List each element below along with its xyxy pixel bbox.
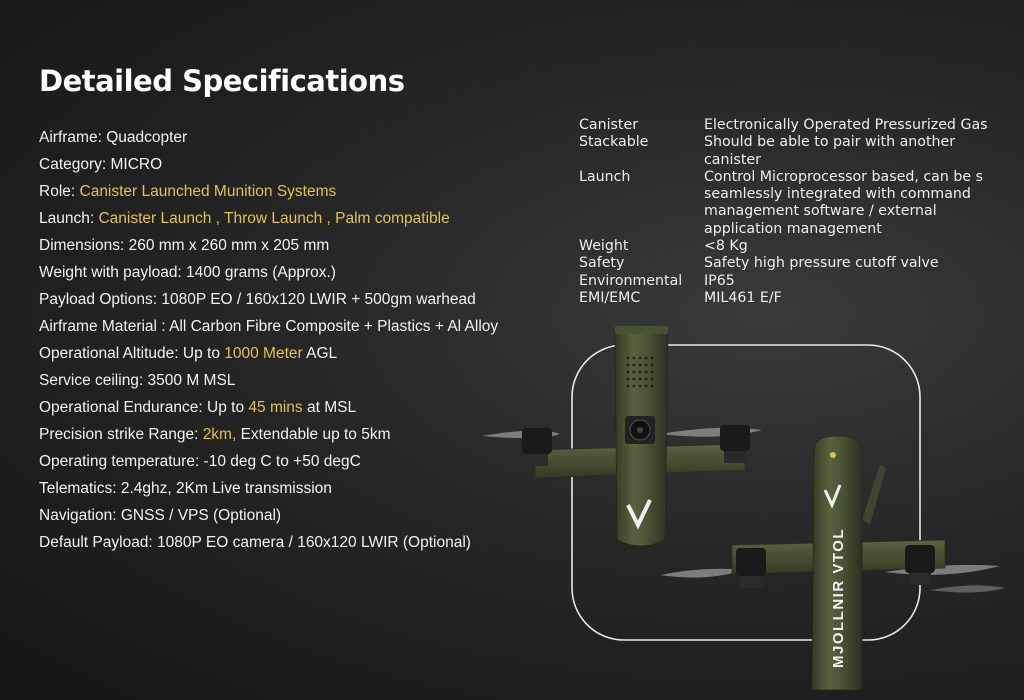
spec-role: Role: Canister Launched Munition Systems (39, 183, 337, 200)
spec-temperature: Operating temperature: -10 deg C to +50 … (39, 453, 361, 470)
spec-airframe: Airframe: Quadcopter (39, 129, 188, 146)
spec-airframe-material: Airframe Material : All Carbon Fibre Com… (39, 318, 499, 335)
spec-default-payload: Default Payload: 1080P EO camera / 160x1… (39, 534, 471, 551)
spec-navigation: Navigation: GNSS / VPS (Optional) (39, 507, 282, 524)
spec-strike-range: Precision strike Range: 2km, Extendable … (39, 426, 391, 443)
spec-list: Airframe: Quadcopter Category: MICRO Rol… (39, 124, 579, 556)
spec-dimensions: Dimensions: 260 mm x 260 mm x 205 mm (39, 237, 330, 254)
drone-top-view (482, 326, 762, 547)
spec-telematics: Telematics: 2.4ghz, 2Km Live transmissio… (39, 480, 332, 497)
spec-payload-options: Payload Options: 1080P EO / 160x120 LWIR… (39, 291, 476, 308)
drone-side-view: MJOLLNIR VTOL (660, 435, 1005, 691)
spec-altitude: Operational Altitude: Up to 1000 Meter A… (39, 345, 338, 362)
product-label: MJOLLNIR VTOL (830, 528, 847, 668)
spec-ceiling: Service ceiling: 3500 M MSL (39, 372, 236, 389)
spec-weight: Weight with payload: 1400 grams (Approx.… (39, 264, 336, 281)
weight-row: Weight<8 Kg (579, 238, 748, 255)
spec-category: Category: MICRO (39, 156, 163, 173)
drone-product-illustration: MJOLLNIR VTOL (482, 326, 1005, 691)
spec-launch: Launch: Canister Launch , Throw Launch ,… (39, 210, 450, 227)
frame-outline (571, 344, 921, 641)
page-title: Detailed Specifications (39, 64, 405, 98)
spec-endurance: Operational Endurance: Up to 45 mins at … (39, 399, 357, 416)
